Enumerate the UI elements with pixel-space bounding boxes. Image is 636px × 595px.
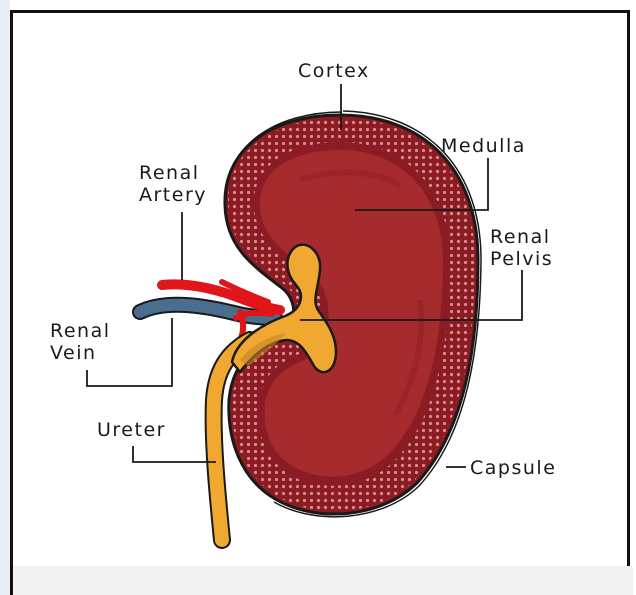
label-renal-vein: Renal Vein	[50, 320, 111, 364]
label-medulla: Medulla	[441, 135, 526, 157]
label-ureter: Ureter	[97, 419, 166, 441]
label-renal-pelvis: Renal Pelvis	[490, 226, 553, 270]
label-cortex: Cortex	[298, 60, 370, 82]
label-capsule: Capsule	[470, 457, 556, 479]
ureter-leader	[133, 446, 216, 462]
label-renal-artery: Renal Artery	[139, 162, 207, 206]
